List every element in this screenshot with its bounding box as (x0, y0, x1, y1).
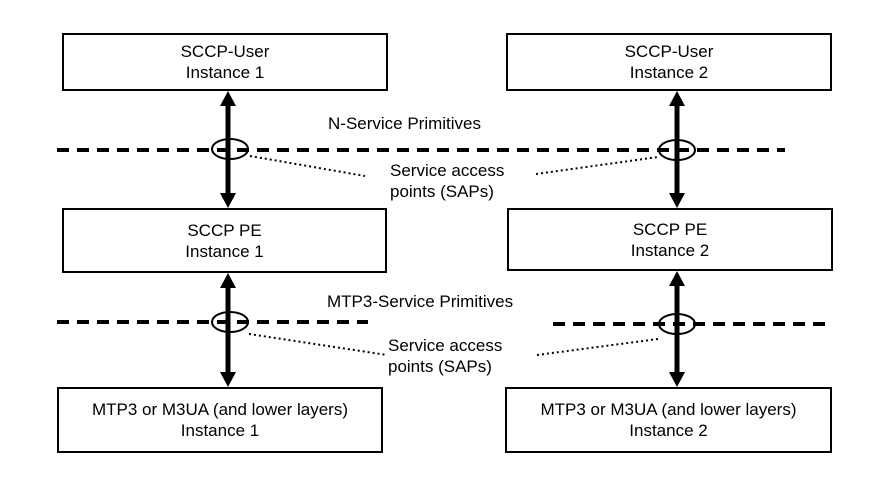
label-sap-upper-line1: Service access (390, 161, 505, 180)
sap-callout-leader-upper-right (535, 156, 659, 175)
label-mtp3-service-primitives: MTP3-Service Primitives (327, 292, 514, 311)
sap-ellipse-upper-left (211, 138, 249, 160)
box-sccp-pe-instance-1: SCCP PE Instance 1 (62, 208, 387, 273)
label-n-service-primitives: N-Service Primitives (328, 114, 482, 133)
sap-callout-leader-lower-left (248, 333, 388, 356)
box-instance: Instance 1 (185, 63, 265, 82)
sap-callout-leader-upper-left (249, 155, 366, 177)
label-sap-lower-line2: points (SAPs) (388, 357, 492, 376)
box-sccp-user-instance-2: SCCP-User Instance 2 (506, 33, 832, 91)
double-arrow-sccp-pe-2-mtp3-2 (669, 271, 685, 387)
double-arrow-sccp-user-2-sccp-pe-2 (669, 91, 685, 208)
box-title: SCCP PE (187, 220, 262, 240)
box-instance: Instance 2 (630, 240, 710, 260)
label-sap-lower-line1: Service access (388, 336, 503, 355)
box-title: SCCP PE (632, 219, 708, 239)
label-sap-lower: Service access points (SAPs) (388, 335, 518, 377)
sap-ellipse-upper-right (658, 139, 696, 161)
box-sccp-user-instance-1: SCCP-User Instance 1 (62, 33, 388, 91)
box-title: SCCP-User (180, 42, 270, 61)
box-mtp3-instance-1: MTP3 or M3UA (and lower layers) Instance… (57, 387, 383, 453)
box-instance: Instance 2 (629, 63, 709, 82)
sap-callout-leader-lower-right (536, 338, 659, 356)
double-arrow-sccp-pe-1-mtp3-1 (220, 273, 236, 387)
label-sap-upper: Service access points (SAPs) (390, 160, 520, 202)
box-instance: Instance 2 (629, 421, 708, 440)
sap-ellipse-lower-left (211, 311, 249, 333)
box-title: MTP3 or M3UA (and lower layers) (91, 400, 349, 419)
box-instance: Instance 1 (185, 241, 264, 261)
box-title: SCCP-User (624, 42, 714, 61)
double-arrow-sccp-user-1-sccp-pe-1 (220, 91, 236, 208)
box-instance: Instance 1 (180, 421, 260, 440)
box-title: MTP3 or M3UA (and lower layers) (540, 400, 797, 419)
box-mtp3-instance-2: MTP3 or M3UA (and lower layers) Instance… (505, 387, 832, 453)
sap-ellipse-lower-right (658, 313, 696, 335)
box-sccp-pe-instance-2: SCCP PE Instance 2 (507, 208, 833, 271)
label-sap-upper-line2: points (SAPs) (390, 182, 494, 201)
